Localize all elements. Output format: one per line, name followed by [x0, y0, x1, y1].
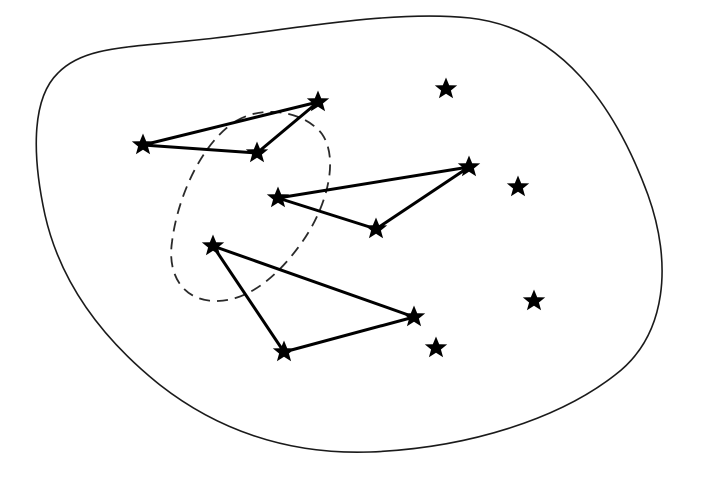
star-icon	[131, 133, 155, 155]
boundary-curve	[35, 15, 663, 454]
dashed-region	[170, 110, 331, 302]
triangle-middle	[276, 165, 471, 231]
star-icon	[364, 217, 388, 239]
star-icon	[506, 175, 530, 197]
star-icon	[434, 77, 458, 99]
star-icon	[272, 340, 296, 362]
star-icon	[201, 234, 225, 256]
star-icon	[424, 336, 448, 358]
star-icon	[266, 186, 290, 208]
triangle-bottom	[211, 244, 416, 354]
triangle-top	[141, 100, 320, 155]
star-icon	[402, 305, 426, 327]
star-icon	[522, 289, 546, 311]
